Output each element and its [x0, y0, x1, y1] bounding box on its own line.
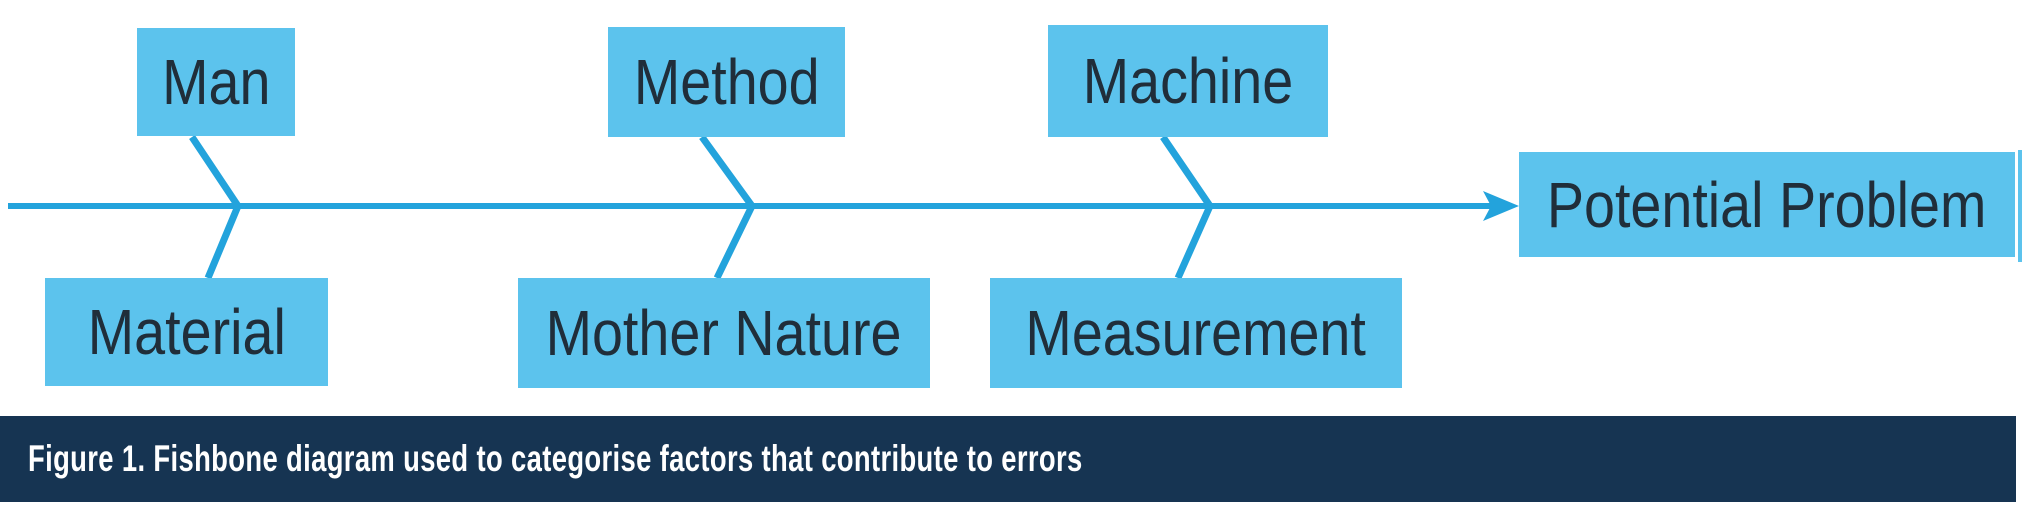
- category-box-mother-nature: Mother Nature: [518, 278, 930, 388]
- category-label-machine: Machine: [1082, 45, 1294, 117]
- rib-line-man-material: [189, 135, 242, 280]
- rib-line-machine-measurement: [1160, 135, 1214, 280]
- head-label: Potential Problem: [1547, 168, 1987, 241]
- category-box-method: Method: [608, 27, 845, 137]
- category-label-man: Man: [161, 46, 271, 118]
- category-label-material: Material: [87, 296, 286, 368]
- category-label-method: Method: [633, 46, 820, 118]
- caption-bar: Figure 1. Fishbone diagram used to categ…: [0, 416, 2016, 502]
- category-box-material: Material: [45, 278, 328, 386]
- rib-line-method-mothernature: [699, 134, 757, 280]
- head-box-potential-problem: Potential Problem: [1519, 152, 2015, 257]
- category-box-man: Man: [137, 28, 295, 136]
- cutoff-box-edge-sliver: [2018, 150, 2022, 262]
- figure-caption: Figure 1. Fishbone diagram used to categ…: [28, 438, 1083, 479]
- category-box-machine: Machine: [1048, 25, 1328, 137]
- spine-arrowhead-icon: [1483, 191, 1519, 221]
- category-box-measurement: Measurement: [990, 278, 1402, 388]
- category-label-mother-nature: Mother Nature: [546, 297, 902, 369]
- category-label-measurement: Measurement: [1025, 297, 1367, 369]
